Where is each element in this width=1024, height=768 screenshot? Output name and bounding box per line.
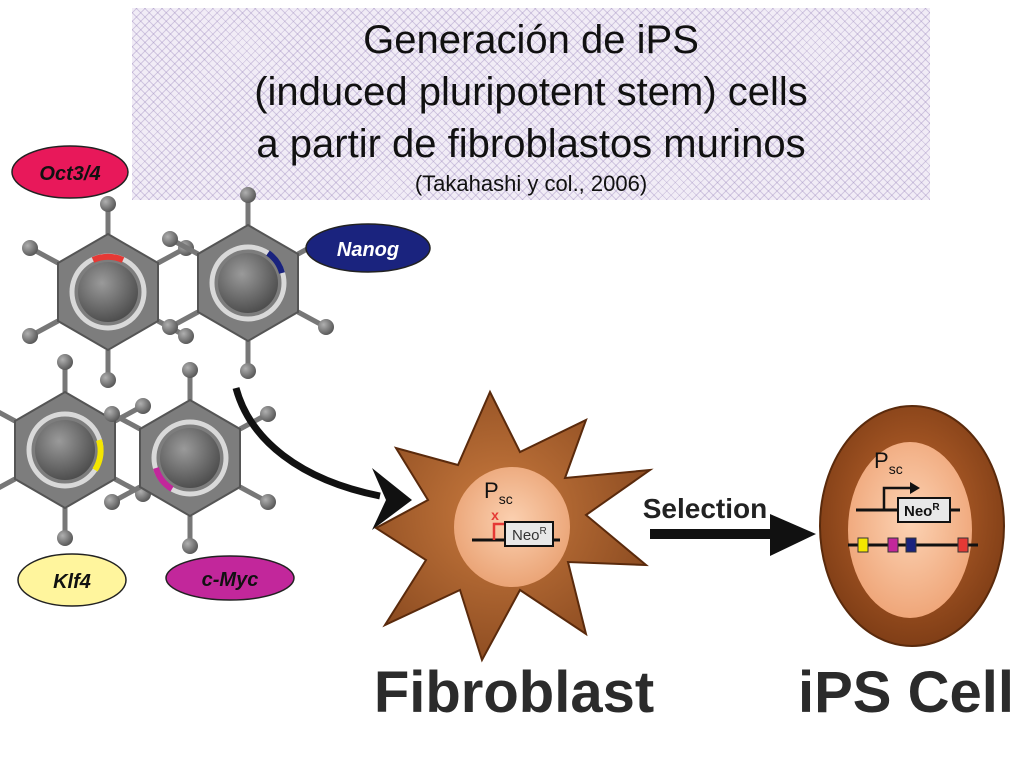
fibroblast-cell: x [374, 389, 654, 663]
ips-promoter: Psc [874, 448, 903, 477]
factor-badge-nanog [305, 223, 431, 273]
title-line-2: (induced pluripotent stem) cells [254, 70, 808, 114]
title-citation: (Takahashi y col., 2006) [414, 171, 648, 196]
gene-vector-cmyc [104, 362, 276, 554]
transduction-arrow [232, 387, 381, 500]
gene-vector-oct34 [22, 196, 194, 388]
fibroblast-gene: NeoR [512, 526, 547, 544]
ips-marker-3 [905, 537, 917, 553]
factor-label-cmyc: c-Myc [202, 569, 259, 591]
ips-cell [819, 405, 1005, 647]
factor-badge-klf4 [17, 553, 127, 607]
title-line-1: Generación de iPS [363, 18, 699, 62]
factor-badge-cmyc [165, 555, 295, 601]
ips-marker-2 [887, 537, 899, 553]
factor-label-klf4: Klf4 [53, 571, 91, 593]
factor-label-oct34: Oct3/4 [39, 163, 100, 185]
ips-marker-1 [857, 537, 869, 553]
gene-vector-nanog [162, 187, 334, 379]
factor-badge-oct34 [11, 145, 129, 199]
selection-label: Selection [643, 493, 767, 524]
ips-gene: NeoR [904, 502, 940, 520]
selection-arrowhead [770, 514, 816, 556]
ips-marker-4 [957, 537, 969, 553]
ips-cell-label: iPS Cell [798, 660, 1014, 725]
transduction-arrowhead [372, 468, 412, 530]
svg-text:x: x [491, 507, 499, 523]
fibroblast-promoter: Psc [484, 478, 513, 507]
factor-label-nanog: Nanog [337, 239, 399, 261]
title-line-3: a partir de fibroblastos murinos [256, 122, 806, 166]
fibroblast-label: Fibroblast [374, 660, 654, 725]
title-box: Generación de iPS (induced pluripotent s… [132, 8, 930, 200]
gene-vector-klf4 [0, 354, 151, 546]
